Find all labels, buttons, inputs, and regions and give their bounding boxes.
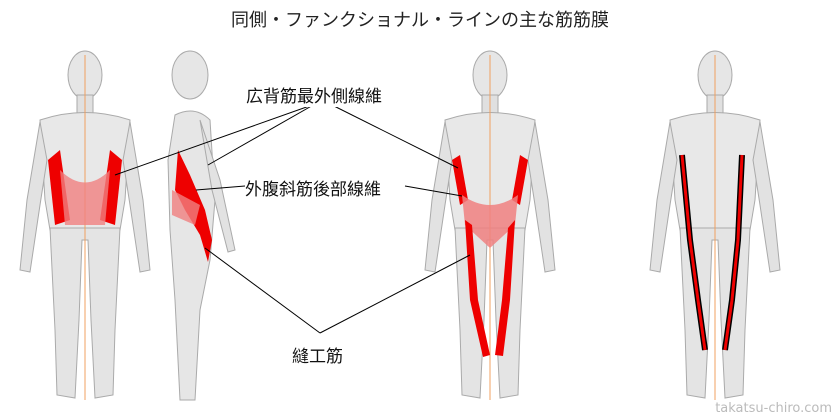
figure-front-view — [424, 50, 556, 401]
label-latissimus-dorsi: 広背筋最外側線維 — [246, 82, 382, 107]
label-external-oblique: 外腹斜筋後部線維 — [245, 175, 381, 200]
figure-back-view-lines — [649, 50, 781, 401]
leader-lines — [114, 103, 471, 334]
figure-back-view — [19, 50, 151, 401]
page-title: 同側・ファンクショナル・ラインの主な筋筋膜 — [231, 10, 609, 31]
watermark: takatsu-chiro.com — [715, 401, 832, 416]
label-sartorius: 縫工筋 — [292, 342, 343, 367]
figure-side-view — [167, 50, 236, 401]
